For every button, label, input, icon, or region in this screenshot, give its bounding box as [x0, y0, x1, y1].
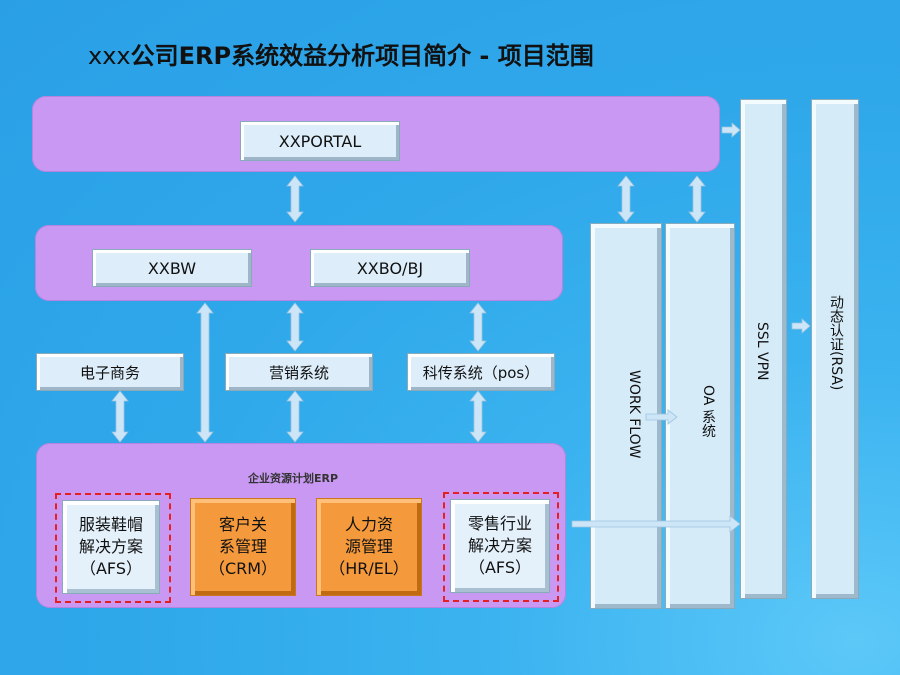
erp-title: 企业资源计划ERP [248, 472, 339, 485]
page-title: xxx公司ERP系统效益分析项目简介 - 项目范围 [88, 36, 594, 71]
hr-line1: 人力资 [344, 515, 393, 534]
afs-retail-line3: （AFS） [468, 558, 532, 577]
ecommerce-label: 电子商务 [79, 363, 140, 382]
sslvpn-label: SSL VPN [754, 322, 770, 381]
arrow-portal-workflow [617, 175, 635, 223]
crm-line1: 客户关 [218, 515, 267, 534]
hr-module: 人力资 源管理 （HR/EL） [316, 498, 422, 596]
arrow-portal-vpn [721, 122, 741, 138]
crm-module: 客户关 系管理 （CRM） [190, 498, 296, 596]
hr-line2: 源管理 [344, 537, 393, 556]
arrow-erp-vpn [571, 515, 741, 533]
bo-label: XXBO/BJ [356, 258, 424, 278]
afs-retail-highlight [443, 492, 559, 602]
arrow-workflow-oa [645, 409, 678, 425]
workflow-label: WORK FLOW [626, 370, 642, 459]
arrow-portal-bi [286, 175, 304, 223]
arrow-ecommerce-erp [111, 390, 129, 443]
oa-column [665, 223, 735, 609]
afs-apparel-module: 服装鞋帽 解决方案 （AFS） [62, 500, 160, 594]
afs-retail-line2: 解决方案 [467, 536, 532, 555]
arrow-marketing-erp [286, 390, 304, 443]
bw-label: XXBW [147, 258, 197, 278]
portal-box: XXPORTAL [240, 121, 400, 161]
arrow-bi-marketing [286, 302, 304, 352]
afs-apparel-line2: 解决方案 [78, 537, 143, 556]
afs-retail-module: 零售行业 解决方案 （AFS） [450, 499, 550, 593]
marketing-box: 营销系统 [225, 353, 373, 391]
title-prefix: xxx [88, 42, 131, 70]
afs-apparel-line3: （AFS） [79, 559, 143, 578]
rsa-label: 动态认证(RSA) [828, 295, 844, 391]
bw-box: XXBW [92, 249, 252, 287]
arrow-vpn-rsa [791, 318, 811, 334]
afs-apparel-highlight [55, 493, 171, 603]
bo-box: XXBO/BJ [310, 249, 470, 287]
title-main: 公司ERP系统效益分析项目简介 [130, 42, 472, 70]
hr-line3: （HR/EL） [329, 559, 409, 578]
arrow-pos-erp [469, 390, 487, 443]
arrow-portal-oa [688, 175, 706, 223]
ecommerce-box: 电子商务 [36, 353, 184, 391]
pos-box: 科传系统（pos） [407, 353, 555, 391]
afs-retail-line1: 零售行业 [467, 514, 532, 533]
marketing-label: 营销系统 [268, 363, 329, 382]
arrow-bi-pos [469, 302, 487, 352]
sslvpn-column [740, 99, 787, 599]
title-suffix: - 项目范围 [471, 42, 594, 70]
rsa-column [811, 99, 859, 599]
arrow-bw-erp [196, 302, 214, 443]
crm-line2: 系管理 [218, 537, 267, 556]
oa-label: OA 系统 [700, 385, 716, 438]
pos-label: 科传系统（pos） [422, 363, 540, 382]
crm-line3: （CRM） [208, 559, 278, 578]
afs-apparel-line1: 服装鞋帽 [78, 515, 143, 534]
portal-label: XXPORTAL [278, 131, 362, 151]
